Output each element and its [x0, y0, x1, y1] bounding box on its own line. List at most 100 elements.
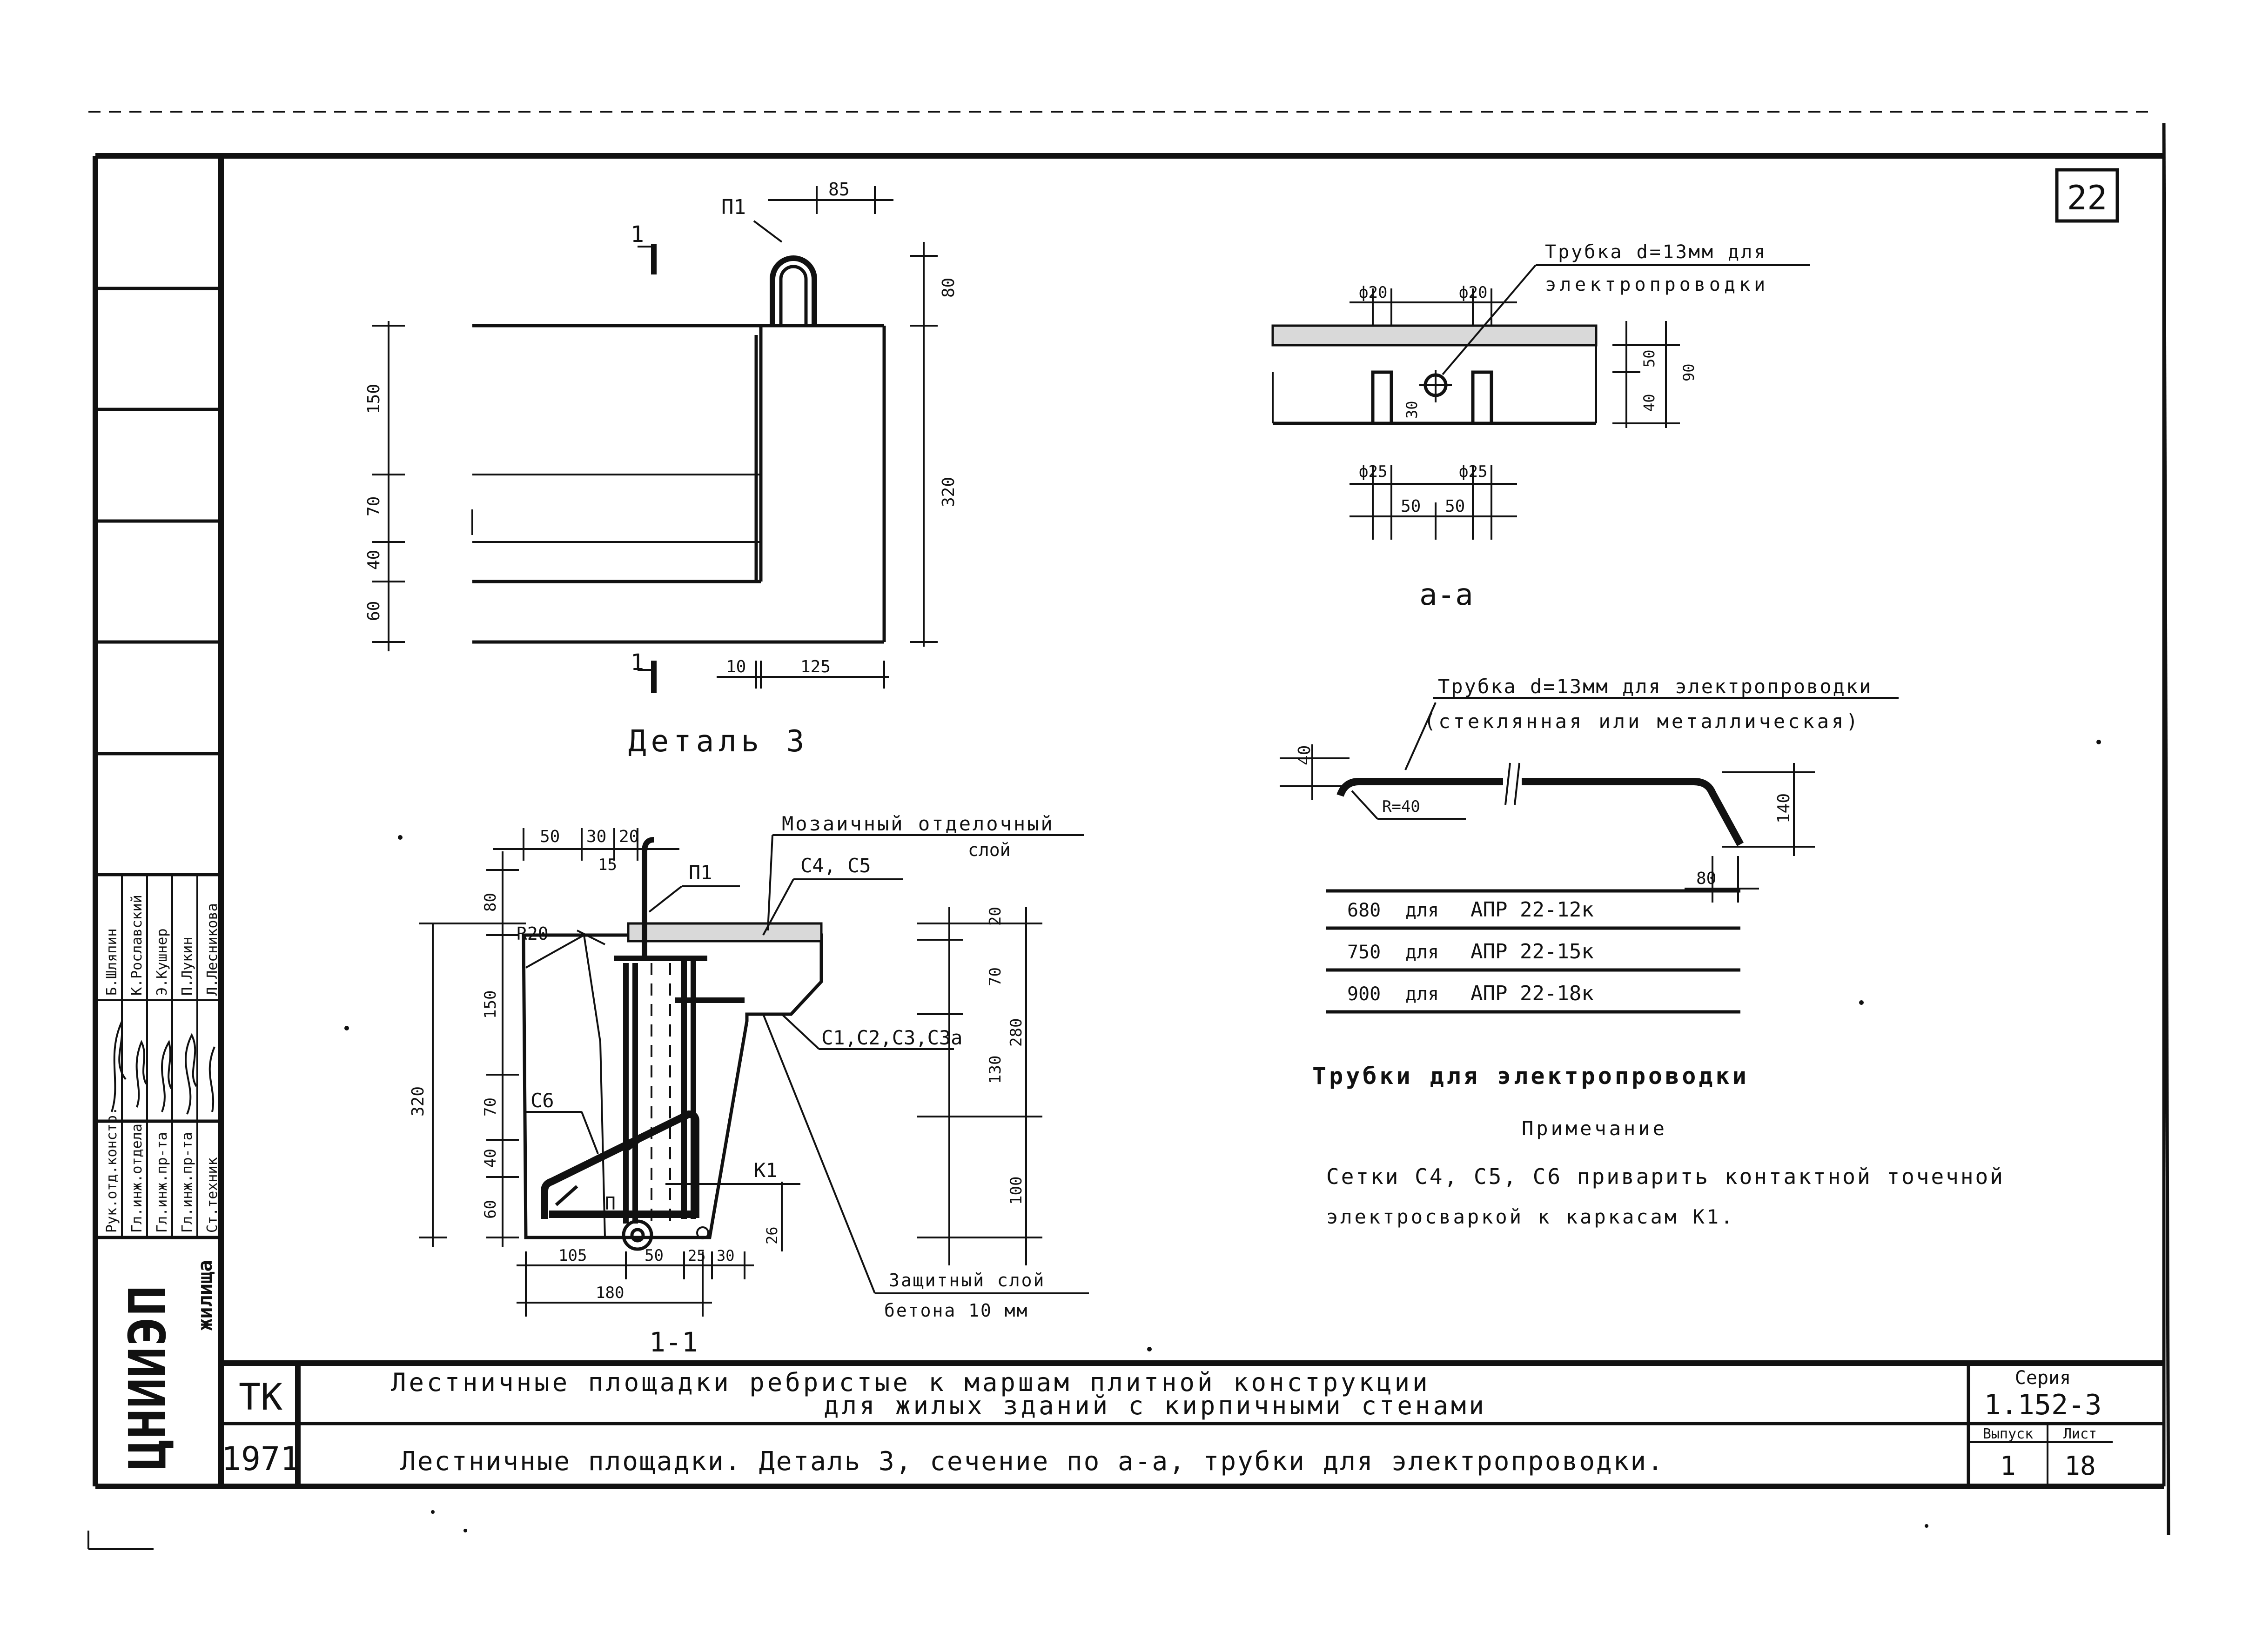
tube-dim-80: 80	[1696, 869, 1716, 888]
dim-70: 70	[364, 496, 383, 516]
dim-10: 10	[726, 657, 746, 676]
tube-row-len-2: 750	[1347, 942, 1381, 963]
logo-text: ЦНИИЭП	[118, 1285, 177, 1470]
dim-80: 80	[939, 278, 958, 298]
aa-b50-a: 50	[1401, 497, 1421, 516]
sec11-c4c5: С4, С5	[800, 854, 871, 877]
sec11-labels: Мозаичный отделочный слой С4, С5 П1 R20 …	[517, 812, 1089, 1321]
tubes-caption: Трубки для электропроводки	[1312, 1063, 1749, 1090]
sec11-l60: 60	[481, 1200, 500, 1219]
note-line-2: электросваркой к каркасам К1.	[1326, 1205, 1735, 1228]
section-mark-bottom: 1	[631, 649, 644, 676]
tube-row-len-3: 900	[1347, 983, 1381, 1005]
aa-phi25-b: ф25	[1459, 462, 1487, 481]
aa-dim-30: 30	[1403, 401, 1421, 419]
page-number: 22	[2067, 178, 2108, 217]
page-number-box: 22	[2055, 168, 2119, 223]
stamp-role-3: Гл.инж.пр-та	[154, 1132, 170, 1233]
stamp-roles: Рук.отд.констр. Гл.инж.отдела Гл.инж.пр-…	[104, 1107, 221, 1233]
detail-3: П1 1 1 85 80 320 150	[364, 179, 958, 759]
stamp-names: Б.Шляпин К.Рославский Э.Кушнер П.Лукин Л…	[104, 895, 221, 996]
issue-label: Выпуск	[1983, 1426, 2033, 1442]
sec11-t15: 15	[598, 856, 617, 874]
section-marks: 1 1	[631, 221, 657, 693]
tube-length-table: 680 для АПР 22-12к 750 для АПР 22-15к 90…	[1326, 889, 1740, 1014]
aa-tube-label-1: Трубка d=13мм для	[1545, 241, 1767, 263]
sec11-l320: 320	[409, 1086, 428, 1117]
tube-dim-140: 140	[1774, 793, 1793, 823]
sec11-c1c3: С1,С2,С3,С3а	[821, 1026, 962, 1049]
dim-150: 150	[364, 384, 383, 414]
tubes-block: Трубка d=13мм для электропроводки (стекл…	[1280, 675, 1899, 1090]
section-aa: Трубка d=13мм для электропроводки ф20 ф2…	[1271, 241, 1810, 612]
sec11-p: П	[605, 1193, 616, 1214]
series-value: 1.152-3	[1984, 1389, 2102, 1421]
tube-row-len-1: 680	[1347, 900, 1381, 921]
tube-row-word-1: для	[1405, 900, 1439, 921]
issue-value: 1	[2000, 1451, 2016, 1481]
sec11-k1: К1	[754, 1159, 778, 1182]
scan-specks	[344, 740, 2101, 1532]
dim-60: 60	[364, 601, 383, 621]
sec11-r100: 100	[1007, 1177, 1026, 1205]
aa-phi25-a: ф25	[1359, 462, 1387, 481]
sec11-r280: 280	[1007, 1018, 1026, 1047]
stamp-name-1: Б.Шляпин	[104, 929, 120, 996]
note-line-1: Сетки С4, С5, С6 приварить контактной то…	[1326, 1164, 2005, 1189]
sheet-label: Лист	[2063, 1426, 2097, 1442]
sec11-c6: С6	[530, 1089, 554, 1112]
sec11-b105: 105	[558, 1246, 587, 1265]
detail3-title: Деталь 3	[628, 724, 809, 759]
sec11-r20: 20	[986, 907, 1005, 926]
tubes-header-1: Трубка d=13мм для электропроводки	[1438, 675, 1872, 698]
aa-dim-50: 50	[1640, 349, 1658, 368]
dim-125: 125	[800, 657, 831, 676]
sec11-r20: R20	[517, 923, 549, 944]
note-heading: Примечание	[1522, 1117, 1667, 1140]
sec11-t20: 20	[619, 827, 639, 846]
sec11-l70: 70	[481, 1097, 500, 1117]
detail3-bar-label: П1	[721, 195, 746, 219]
tube-row-word-2: для	[1405, 942, 1439, 963]
sec11-r70: 70	[986, 967, 1005, 986]
stamp-name-5: Л.Лесникова	[204, 903, 221, 996]
note-block: Примечание Сетки С4, С5, С6 приварить ко…	[1326, 1117, 2005, 1228]
tubes-header-2: (стеклянная или металлическая)	[1424, 710, 1861, 733]
aa-b50-b: 50	[1445, 497, 1465, 516]
stamp-role-1: Рук.отд.констр.	[104, 1107, 120, 1233]
tube-dim-40: 40	[1295, 745, 1314, 765]
bar-c6	[541, 1110, 699, 1219]
title-block: ТК 1971 Лестничные площадки ребристые к …	[221, 1360, 2164, 1486]
stamp-name-3: Э.Кушнер	[154, 929, 170, 996]
aa-dim-90: 90	[1680, 363, 1698, 381]
aa-tube-label-2: электропроводки	[1545, 274, 1769, 295]
title-line-2: для жилых зданий с кирпичными стенами	[824, 1391, 1487, 1420]
sec11-cover-2: бетона 10 мм	[884, 1300, 1029, 1321]
series-label: Серия	[2015, 1367, 2071, 1389]
sec11-mosaic-2: слой	[968, 840, 1011, 860]
stamp-name-2: К.Рославский	[129, 895, 145, 996]
signature-scribbles	[111, 1020, 215, 1115]
tube-shape	[1336, 778, 1744, 846]
dim-320: 320	[939, 477, 958, 507]
sec11-p1: П1	[689, 861, 712, 884]
stamp-role-4: Гл.инж.пр-та	[179, 1132, 195, 1233]
sec11-b50: 50	[645, 1246, 664, 1265]
sec11-t30: 30	[586, 827, 606, 846]
aa-dimensions: ф20 ф20 50 90 40 30 ф25 ф25 50 50	[1350, 283, 1698, 540]
stamp-role-2: Гл.инж.отдела	[129, 1124, 145, 1233]
stamp-strip: Рук.отд.констр. Гл.инж.отдела Гл.инж.пр-…	[95, 156, 224, 1486]
tube-row-mark-2: АПР 22-15к	[1470, 940, 1594, 963]
aa-dim-40: 40	[1640, 394, 1658, 412]
sec11-l150: 150	[481, 990, 500, 1019]
stamp-name-4: П.Лукин	[179, 937, 195, 996]
code-label: ТК	[239, 1377, 282, 1418]
sec11-b25: 25	[688, 1247, 706, 1264]
stamp-role-5: Ст.техник	[204, 1157, 221, 1233]
dim-40: 40	[364, 550, 383, 570]
sec11-r26: 26	[763, 1226, 781, 1244]
sec11-t50: 50	[540, 827, 560, 846]
detail3-dimensions: 85 80 320 150 70 40 60 10 125	[364, 179, 958, 689]
sec11-mosaic-1: Мозаичный отделочный	[782, 812, 1054, 835]
